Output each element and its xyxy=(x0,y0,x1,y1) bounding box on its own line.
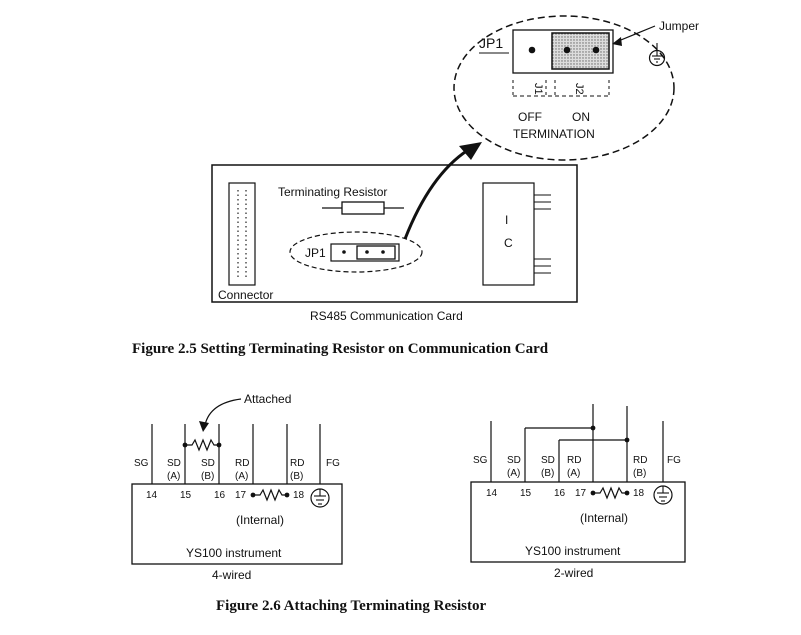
card-label: RS485 Communication Card xyxy=(310,309,463,323)
zoom-detail-ellipse xyxy=(453,15,675,161)
attached-pointer-head xyxy=(199,421,209,432)
j1-label: J1 xyxy=(532,83,544,95)
jumper-pointer-head xyxy=(612,37,622,46)
ic-label-i: I xyxy=(505,213,508,227)
attached-pointer-arrow xyxy=(204,398,242,426)
two-wiring-label: 2-wired xyxy=(554,566,593,580)
four-sd-b-sub: (B) xyxy=(201,471,214,482)
zoom-arrow xyxy=(403,148,469,240)
terminating-resistor-label: Terminating Resistor xyxy=(278,185,387,199)
four-fg-label: FG xyxy=(326,458,340,469)
two-jumper-node-b xyxy=(624,437,630,443)
four-terminal-18: 18 xyxy=(293,490,305,501)
two-rd-a-sub: (A) xyxy=(567,468,580,479)
j2-bracket xyxy=(554,80,610,96)
zoom-arrow-head xyxy=(459,142,482,160)
two-sd-a-sub: (A) xyxy=(507,468,520,479)
two-sd-b-label: SD xyxy=(541,455,555,466)
four-sg-label: SG xyxy=(134,458,149,469)
four-rd-a-sub: (A) xyxy=(235,471,248,482)
two-wired-diagram: SG SD (A) SD (B) RD (A) RD (B) FG 14 15 … xyxy=(470,404,686,580)
two-ground-icon xyxy=(653,485,673,505)
four-internal-label: (Internal) xyxy=(236,513,284,527)
two-terminal-18: 18 xyxy=(633,488,645,499)
figure-2-6-caption: Figure 2.6 Attaching Terminating Resisto… xyxy=(216,598,486,614)
four-sd-b-label: SD xyxy=(201,458,215,469)
two-sd-a-label: SD xyxy=(507,455,521,466)
ic-label-c: C xyxy=(504,236,513,250)
jp1-small-jumper xyxy=(356,245,396,260)
two-wired-instrument-box xyxy=(470,481,686,563)
four-wiring-label: 4-wired xyxy=(212,568,251,582)
four-terminal-17: 17 xyxy=(235,490,247,501)
figure-2-5: Connector Terminating Resistor JP1 I C R… xyxy=(132,15,699,357)
figure-2-5-caption: Figure 2.5 Setting Terminating Resistor … xyxy=(132,341,549,357)
two-rd-b-sub: (B) xyxy=(633,468,646,479)
ground-icon xyxy=(648,43,666,67)
j1-bracket xyxy=(512,80,547,96)
j2-label: J2 xyxy=(573,83,585,95)
attached-label: Attached xyxy=(244,392,291,406)
four-terminal-15: 15 xyxy=(180,490,192,501)
zoom-pin-3 xyxy=(592,46,600,54)
four-sd-a-sub: (A) xyxy=(167,471,180,482)
four-sd-a-label: SD xyxy=(167,458,181,469)
jp1-small-pin-2 xyxy=(365,250,369,254)
two-wired-terminal-lines xyxy=(490,404,664,482)
attached-resistor-zigzag xyxy=(185,438,219,452)
zoom-pin-1 xyxy=(528,46,536,54)
four-instrument-label: YS100 instrument xyxy=(186,546,282,560)
two-rd-b-label: RD xyxy=(633,455,647,466)
ic-pins xyxy=(534,194,551,274)
four-ground-icon xyxy=(310,488,330,508)
two-terminal-14: 14 xyxy=(486,488,498,499)
two-terminal-17: 17 xyxy=(575,488,587,499)
jumper-label: Jumper xyxy=(659,19,699,33)
two-jumper-node-a xyxy=(590,425,596,431)
jp1-small-header xyxy=(330,243,400,262)
terminating-resistor-body xyxy=(341,201,385,215)
jp1-small-pin-1 xyxy=(342,250,346,254)
communication-card-outline xyxy=(211,164,578,303)
zoom-jumper-shaded xyxy=(551,32,610,70)
four-terminal-14: 14 xyxy=(146,490,158,501)
termination-label: TERMINATION xyxy=(513,127,595,141)
two-rd-a-label: RD xyxy=(567,455,581,466)
four-terminal-16: 16 xyxy=(214,490,226,501)
zoom-jp1-label: JP1 xyxy=(479,35,503,51)
zoom-jp1-header xyxy=(512,29,614,74)
four-wired-diagram: SG SD (A) SD (B) RD (A) RD (B) FG 14 15 … xyxy=(131,424,343,582)
jp1-highlight-ellipse xyxy=(289,231,423,273)
on-label: ON xyxy=(572,110,590,124)
four-wired-instrument-box xyxy=(131,483,343,565)
zoom-pin-2 xyxy=(563,46,571,54)
two-fg-label: FG xyxy=(667,455,681,466)
jumper-pointer-arrow xyxy=(615,25,656,43)
four-rd-b-label: RD xyxy=(290,458,304,469)
four-wired-terminal-lines xyxy=(151,424,321,484)
four-rd-a-label: RD xyxy=(235,458,249,469)
figure-2-6: Attached SG SD (A) SD (B) RD (A) xyxy=(131,392,686,614)
connector-label: Connector xyxy=(218,288,273,302)
off-label: OFF xyxy=(518,110,542,124)
two-internal-resistor xyxy=(593,486,627,500)
four-rd-b-sub: (B) xyxy=(290,471,303,482)
jp1-small-label: JP1 xyxy=(305,246,326,260)
two-terminal-16: 16 xyxy=(554,488,566,499)
four-internal-resistor xyxy=(253,488,287,502)
ic-chip-outline xyxy=(482,182,535,286)
two-internal-label: (Internal) xyxy=(580,511,628,525)
two-sg-label: SG xyxy=(473,455,488,466)
two-terminal-15: 15 xyxy=(520,488,532,499)
connector-outline xyxy=(228,182,256,286)
two-sd-b-sub: (B) xyxy=(541,468,554,479)
two-instrument-label: YS100 instrument xyxy=(525,544,621,558)
jp1-small-pin-3 xyxy=(381,250,385,254)
